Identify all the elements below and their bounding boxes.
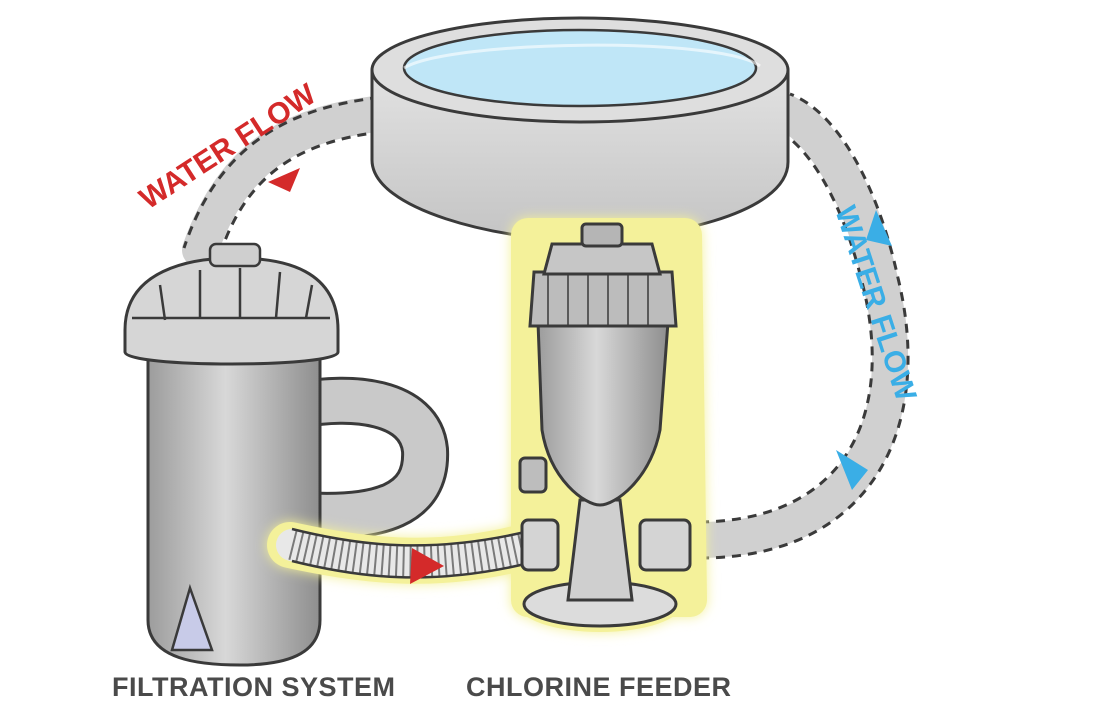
pool-icon bbox=[370, 16, 790, 242]
flow-arrow-red-left bbox=[268, 168, 300, 192]
hose-pool-to-filter bbox=[182, 94, 413, 268]
filter-pump-icon bbox=[123, 242, 450, 667]
chlorine-feeder-icon bbox=[267, 218, 707, 632]
hose-feeder-to-pool bbox=[682, 92, 910, 560]
filtration-system-caption: FILTRATION SYSTEM bbox=[112, 672, 396, 702]
flow-arrow-blue-top bbox=[866, 210, 892, 246]
flow-arrow-red-hose bbox=[410, 548, 444, 584]
chlorine-feeder-caption: CHLORINE FEEDER bbox=[466, 672, 732, 702]
flow-arrow-icon bbox=[268, 168, 892, 584]
flow-arrow-blue-bottom bbox=[836, 450, 868, 490]
